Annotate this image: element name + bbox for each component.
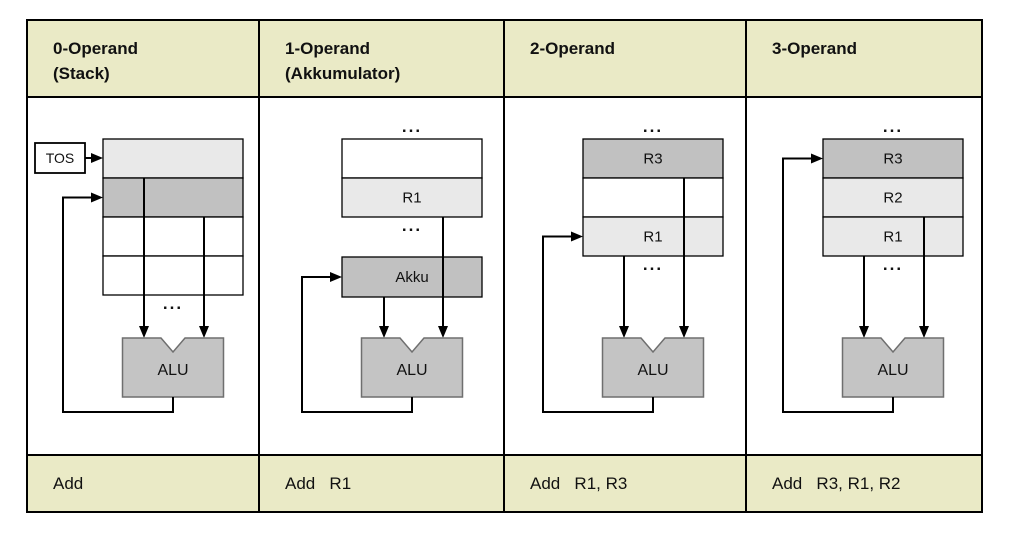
arrowhead-down-icon [199,326,209,338]
header-line: 2-Operand [530,39,616,58]
arrowhead-down-icon [919,326,929,338]
register-label: R1 [883,229,902,246]
ellipsis-top: ... [643,117,663,136]
arrowhead-down-icon [438,326,448,338]
register-cell [341,177,483,218]
tos-box [34,142,86,174]
instruction-3-operand: Add R3, R1, R2 [747,456,981,511]
alu-label: ALU [396,362,427,379]
ellipsis-top: ... [883,117,903,136]
instruction-text: Add R1 [285,473,352,493]
header-line: 3-Operand [772,39,858,58]
ellipsis-bottom: ... [163,294,183,313]
register-cell [102,177,244,218]
instruction-akkumulator: Add R1 [260,456,505,511]
header-3-operand: 3-Operand [747,21,981,98]
alu-box [601,337,705,398]
tos-label: TOS [46,150,75,166]
register-cell [822,216,964,257]
result-feedback-path [542,235,654,413]
register-cell [582,216,724,257]
header-line: 1-Operand [285,39,371,58]
arrowhead-down-icon [619,326,629,338]
register-cell [102,138,244,179]
alu-box [360,337,464,398]
register-label: R3 [643,151,662,168]
ellipsis-bottom: ... [402,216,422,235]
register-cell [341,138,483,179]
register-cell [102,216,244,257]
arrowhead-right-icon [571,231,583,242]
register-cell [582,177,724,218]
diagram-0-operand-stack: ... ALU TOS [34,138,244,413]
result-feedback-path [62,196,174,413]
instruction-text: Add R1, R3 [530,473,628,493]
alu-label: ALU [637,362,668,379]
register-label: R2 [883,190,902,207]
register-cell [102,255,244,296]
akku-box [341,256,483,298]
alu-label: ALU [877,362,908,379]
ellipsis-bottom: ... [643,255,663,274]
alu-label: ALU [157,362,188,379]
arrowhead-down-icon [859,326,869,338]
arrowhead-right-icon [330,272,342,282]
register-cell [822,138,964,179]
result-feedback-path [782,157,894,413]
ellipsis-top: ... [402,117,422,136]
arrowhead-right-icon [811,153,823,164]
arrowhead-right-icon [91,192,103,203]
instruction-text: Add R3, R1, R2 [772,473,901,493]
instruction-2-operand: Add R1, R3 [505,456,747,511]
arrowhead-down-icon [379,326,389,338]
header-line: (Akkumulator) [285,64,401,83]
result-feedback-path [301,276,413,413]
ellipsis-bottom: ... [883,255,903,274]
header-0-operand-stack: 0-Operand (Stack) [28,21,260,98]
diagram-cell-stack: ... ALU TOS [28,98,260,456]
register-cell [582,138,724,179]
arrowhead-down-icon [679,326,689,338]
instruction-text: Add [53,473,84,493]
register-label: R1 [402,190,421,207]
register-label: R3 [883,151,902,168]
header-line: (Stack) [53,64,110,83]
instruction-stack: Add [28,456,260,511]
alu-box [841,337,945,398]
header-2-operand: 2-Operand [505,21,747,98]
header-line: 0-Operand [53,39,139,58]
arrowhead-down-icon [139,326,149,338]
register-cell [822,177,964,218]
header-1-operand-akkumulator: 1-Operand (Akkumulator) [260,21,505,98]
akku-label: Akku [395,269,428,286]
arrowhead-right-icon [91,153,103,163]
register-label: R1 [643,229,662,246]
operand-architecture-table: 0-Operand (Stack) 1-Operand (Akkumulator… [26,19,983,513]
alu-box [121,337,225,398]
